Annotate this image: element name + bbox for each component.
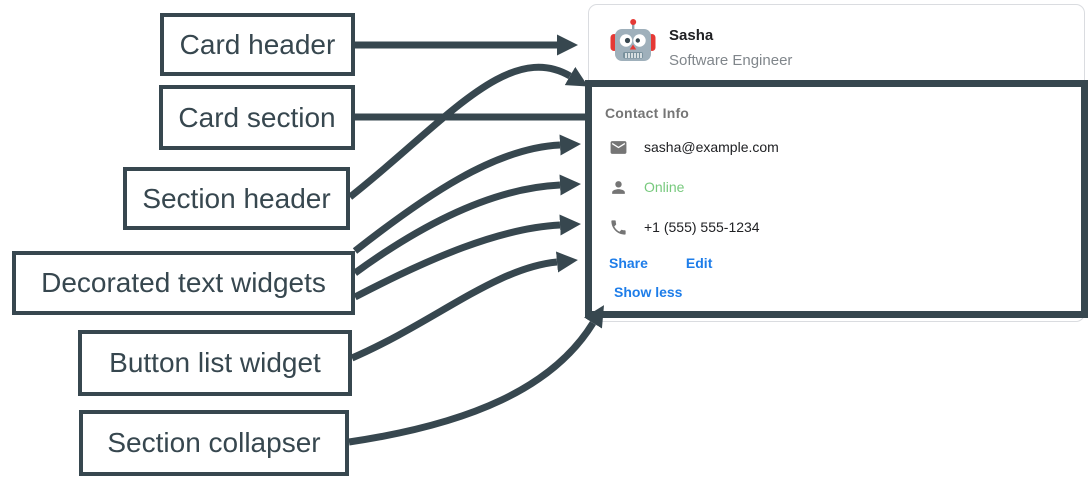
show-less-button[interactable]: Show less	[614, 284, 683, 300]
contact-card: Sasha Software Engineer Contact Info sas…	[588, 4, 1085, 322]
label-card-section: Card section	[159, 85, 355, 150]
arrow-decorated-text-online	[352, 174, 581, 276]
label-decorated-text-widgets: Decorated text widgets	[12, 251, 355, 315]
arrow-section-collapser	[348, 305, 605, 446]
label-card-header: Card header	[160, 13, 355, 76]
button-list: Share Edit	[609, 255, 712, 271]
decorated-text-phone: +1 (555) 555-1234	[608, 216, 760, 238]
label-section-header: Section header	[123, 167, 350, 230]
share-button[interactable]: Share	[609, 255, 648, 271]
mail-icon	[608, 137, 628, 157]
label-button-list-widget: Button list widget	[78, 330, 352, 396]
arrow-button-list	[350, 251, 578, 362]
arrow-section-header	[347, 63, 589, 200]
robot-avatar-icon	[609, 17, 657, 65]
card-header-subtitle: Software Engineer	[669, 52, 793, 69]
decorated-text-email: sasha@example.com	[608, 136, 779, 158]
status-text: Online	[644, 179, 685, 195]
section-header-text: Contact Info	[605, 105, 690, 121]
arrow-decorated-text-email	[352, 134, 581, 254]
card-header-name: Sasha	[669, 27, 714, 44]
decorated-text-status: Online	[608, 176, 684, 198]
email-text: sasha@example.com	[644, 139, 779, 155]
arrow-decorated-text-phone	[353, 214, 581, 301]
person-icon	[608, 177, 628, 197]
label-section-collapser: Section collapser	[79, 410, 349, 476]
edit-button[interactable]: Edit	[685, 255, 713, 271]
phone-icon	[608, 217, 628, 237]
phone-text: +1 (555) 555-1234	[644, 219, 760, 235]
